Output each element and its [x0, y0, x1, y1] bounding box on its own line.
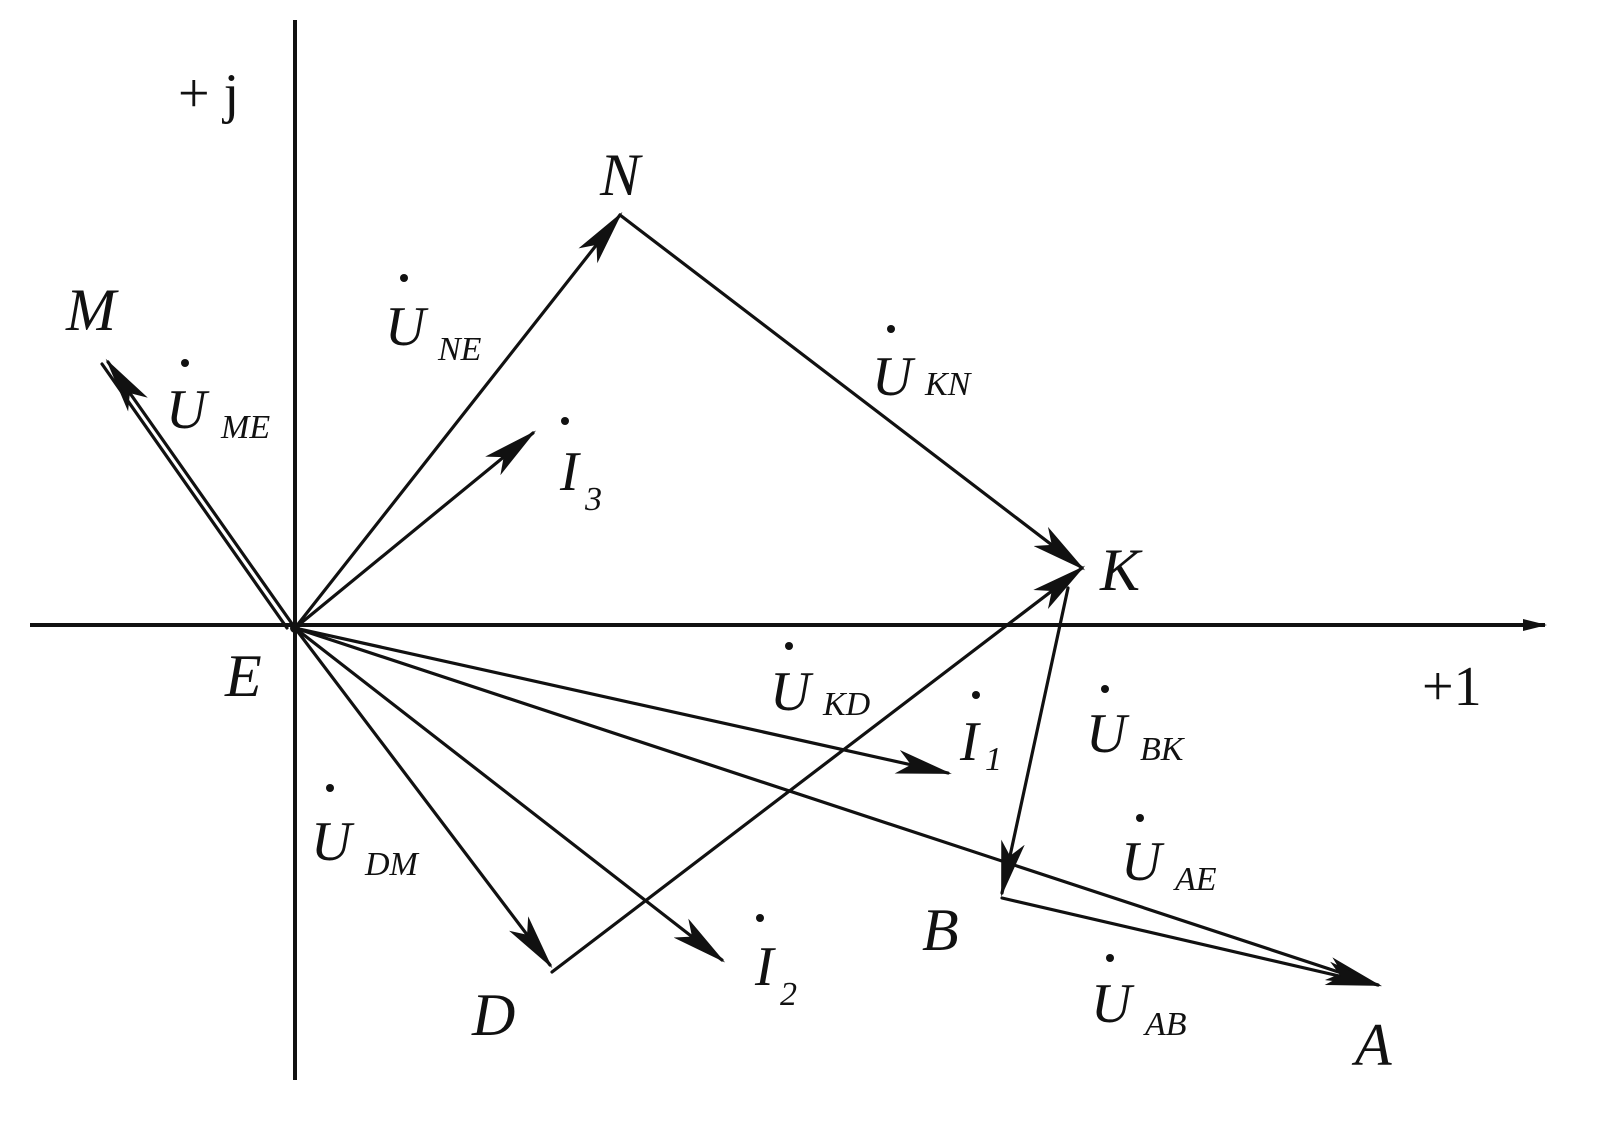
vector-u-kd	[550, 565, 1086, 974]
label-u-dm: U DM	[311, 784, 420, 883]
svg-text:NE: NE	[437, 331, 482, 368]
svg-text:KD: KD	[822, 686, 871, 723]
svg-text:I: I	[754, 936, 776, 998]
svg-text:U: U	[166, 379, 210, 441]
vector-u-me	[105, 358, 297, 630]
vector-u-ne	[293, 211, 623, 630]
point-label-d: D	[471, 982, 515, 1048]
vector-u-ab	[1000, 896, 1382, 987]
vector-i-1	[293, 626, 952, 775]
svg-text:ME: ME	[220, 409, 270, 446]
vector-u-me-double	[100, 362, 289, 630]
svg-text:U: U	[1121, 831, 1165, 893]
label-i-2: I 2	[754, 914, 797, 1013]
point-label-k: K	[1099, 537, 1143, 603]
svg-text:AB: AB	[1143, 1006, 1187, 1043]
label-u-kn: U KN	[872, 325, 973, 408]
svg-text:AE: AE	[1173, 861, 1217, 898]
label-u-bk: U BK	[1086, 685, 1186, 768]
point-label-e: E	[224, 643, 262, 709]
svg-text:2: 2	[780, 976, 797, 1013]
point-label-n: N	[599, 142, 643, 208]
svg-text:3: 3	[584, 481, 602, 518]
svg-text:1: 1	[985, 741, 1002, 778]
label-u-ne: U NE	[385, 274, 482, 368]
label-i-1: I 1	[959, 691, 1002, 778]
origin-point	[290, 623, 300, 633]
vector-u-ae	[293, 626, 1382, 987]
point-label-a: A	[1351, 1012, 1392, 1078]
svg-text:U: U	[311, 811, 355, 873]
label-u-me: U ME	[166, 359, 270, 446]
imag-axis-label: + j	[178, 63, 239, 125]
label-u-kd: U KD	[770, 642, 871, 723]
label-u-ab: U AB	[1091, 954, 1187, 1043]
vector-u-dm	[293, 626, 553, 969]
point-label-m: M	[65, 277, 119, 343]
real-axis-label: +1	[1422, 656, 1482, 718]
label-i-3: I 3	[559, 417, 602, 518]
vector-u-bk	[1000, 586, 1070, 897]
svg-text:BK: BK	[1140, 731, 1186, 768]
point-label-b: B	[922, 897, 959, 963]
vector-i-3	[293, 430, 537, 630]
svg-text:U: U	[1086, 703, 1130, 765]
svg-text:I: I	[559, 441, 581, 503]
vector-i-2	[293, 626, 726, 963]
svg-text:U: U	[770, 661, 814, 723]
svg-text:U: U	[385, 296, 429, 358]
vector-u-kn	[618, 213, 1086, 571]
svg-text:U: U	[872, 346, 916, 408]
svg-text:KN: KN	[924, 366, 973, 403]
svg-text:I: I	[959, 711, 981, 773]
svg-text:DM: DM	[364, 846, 420, 883]
label-u-ae: U AE	[1121, 814, 1217, 898]
svg-text:U: U	[1091, 973, 1135, 1035]
